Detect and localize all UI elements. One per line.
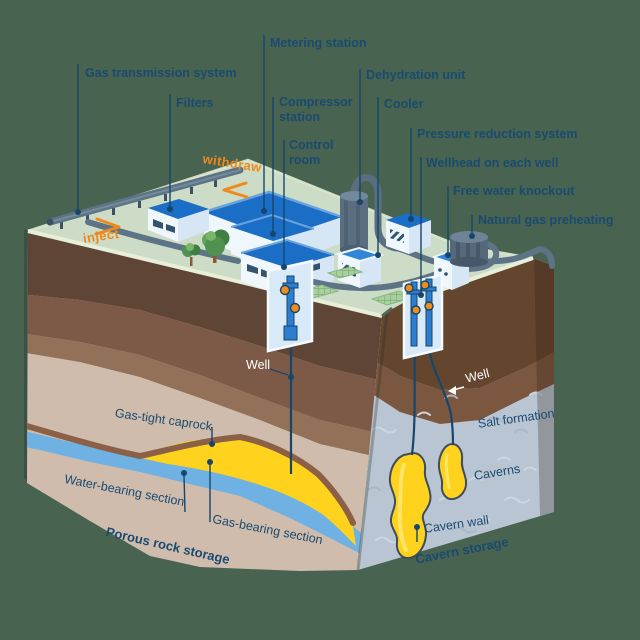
label-cooler: Cooler [384,97,424,111]
leader-lines [77,35,473,542]
cavern-left [388,451,432,560]
label-well-porous: Well [246,358,271,372]
label-free-water-knockout: Free water knockout [453,184,575,198]
label-gas-transmission-system: Gas transmission system [85,66,237,80]
cavern-wellhead-cutaway [402,273,444,360]
label-control-room: Control room [289,138,334,168]
inject-arrow-icon [94,217,121,236]
filters-building [148,199,209,242]
leader-dots [75,199,475,530]
withdraw-arrow-icon [222,181,249,199]
label-compressor-station: Compressor station [279,95,353,125]
natural-gas-preheater [450,231,488,267]
valve-wheel-icon [404,280,434,315]
valve-wheel-icon [279,284,301,314]
flow-arrows [94,181,249,236]
label-pressure-reduction-system: Pressure reduction system [417,127,578,141]
trees [182,229,230,266]
cavern-right [437,442,468,501]
well-pointer-arrow [448,386,465,395]
pressure-reduction-unit [386,213,431,254]
label-dehydration-unit: Dehydration unit [366,68,466,82]
surface-facility [46,166,555,360]
block-seam [356,312,389,571]
transmission-pipeline [46,166,244,229]
ground-pipe [85,219,241,264]
label-filters: Filters [176,96,214,110]
label-wellhead-on-each-well: Wellhead on each well [426,156,559,170]
porous-wellhead-cutaway [266,259,314,353]
cavern-well-bores [410,349,455,456]
label-natural-gas-preheating: Natural gas preheating [478,213,614,227]
caverns-shapes [388,442,468,560]
label-metering-station: Metering station [270,36,367,50]
